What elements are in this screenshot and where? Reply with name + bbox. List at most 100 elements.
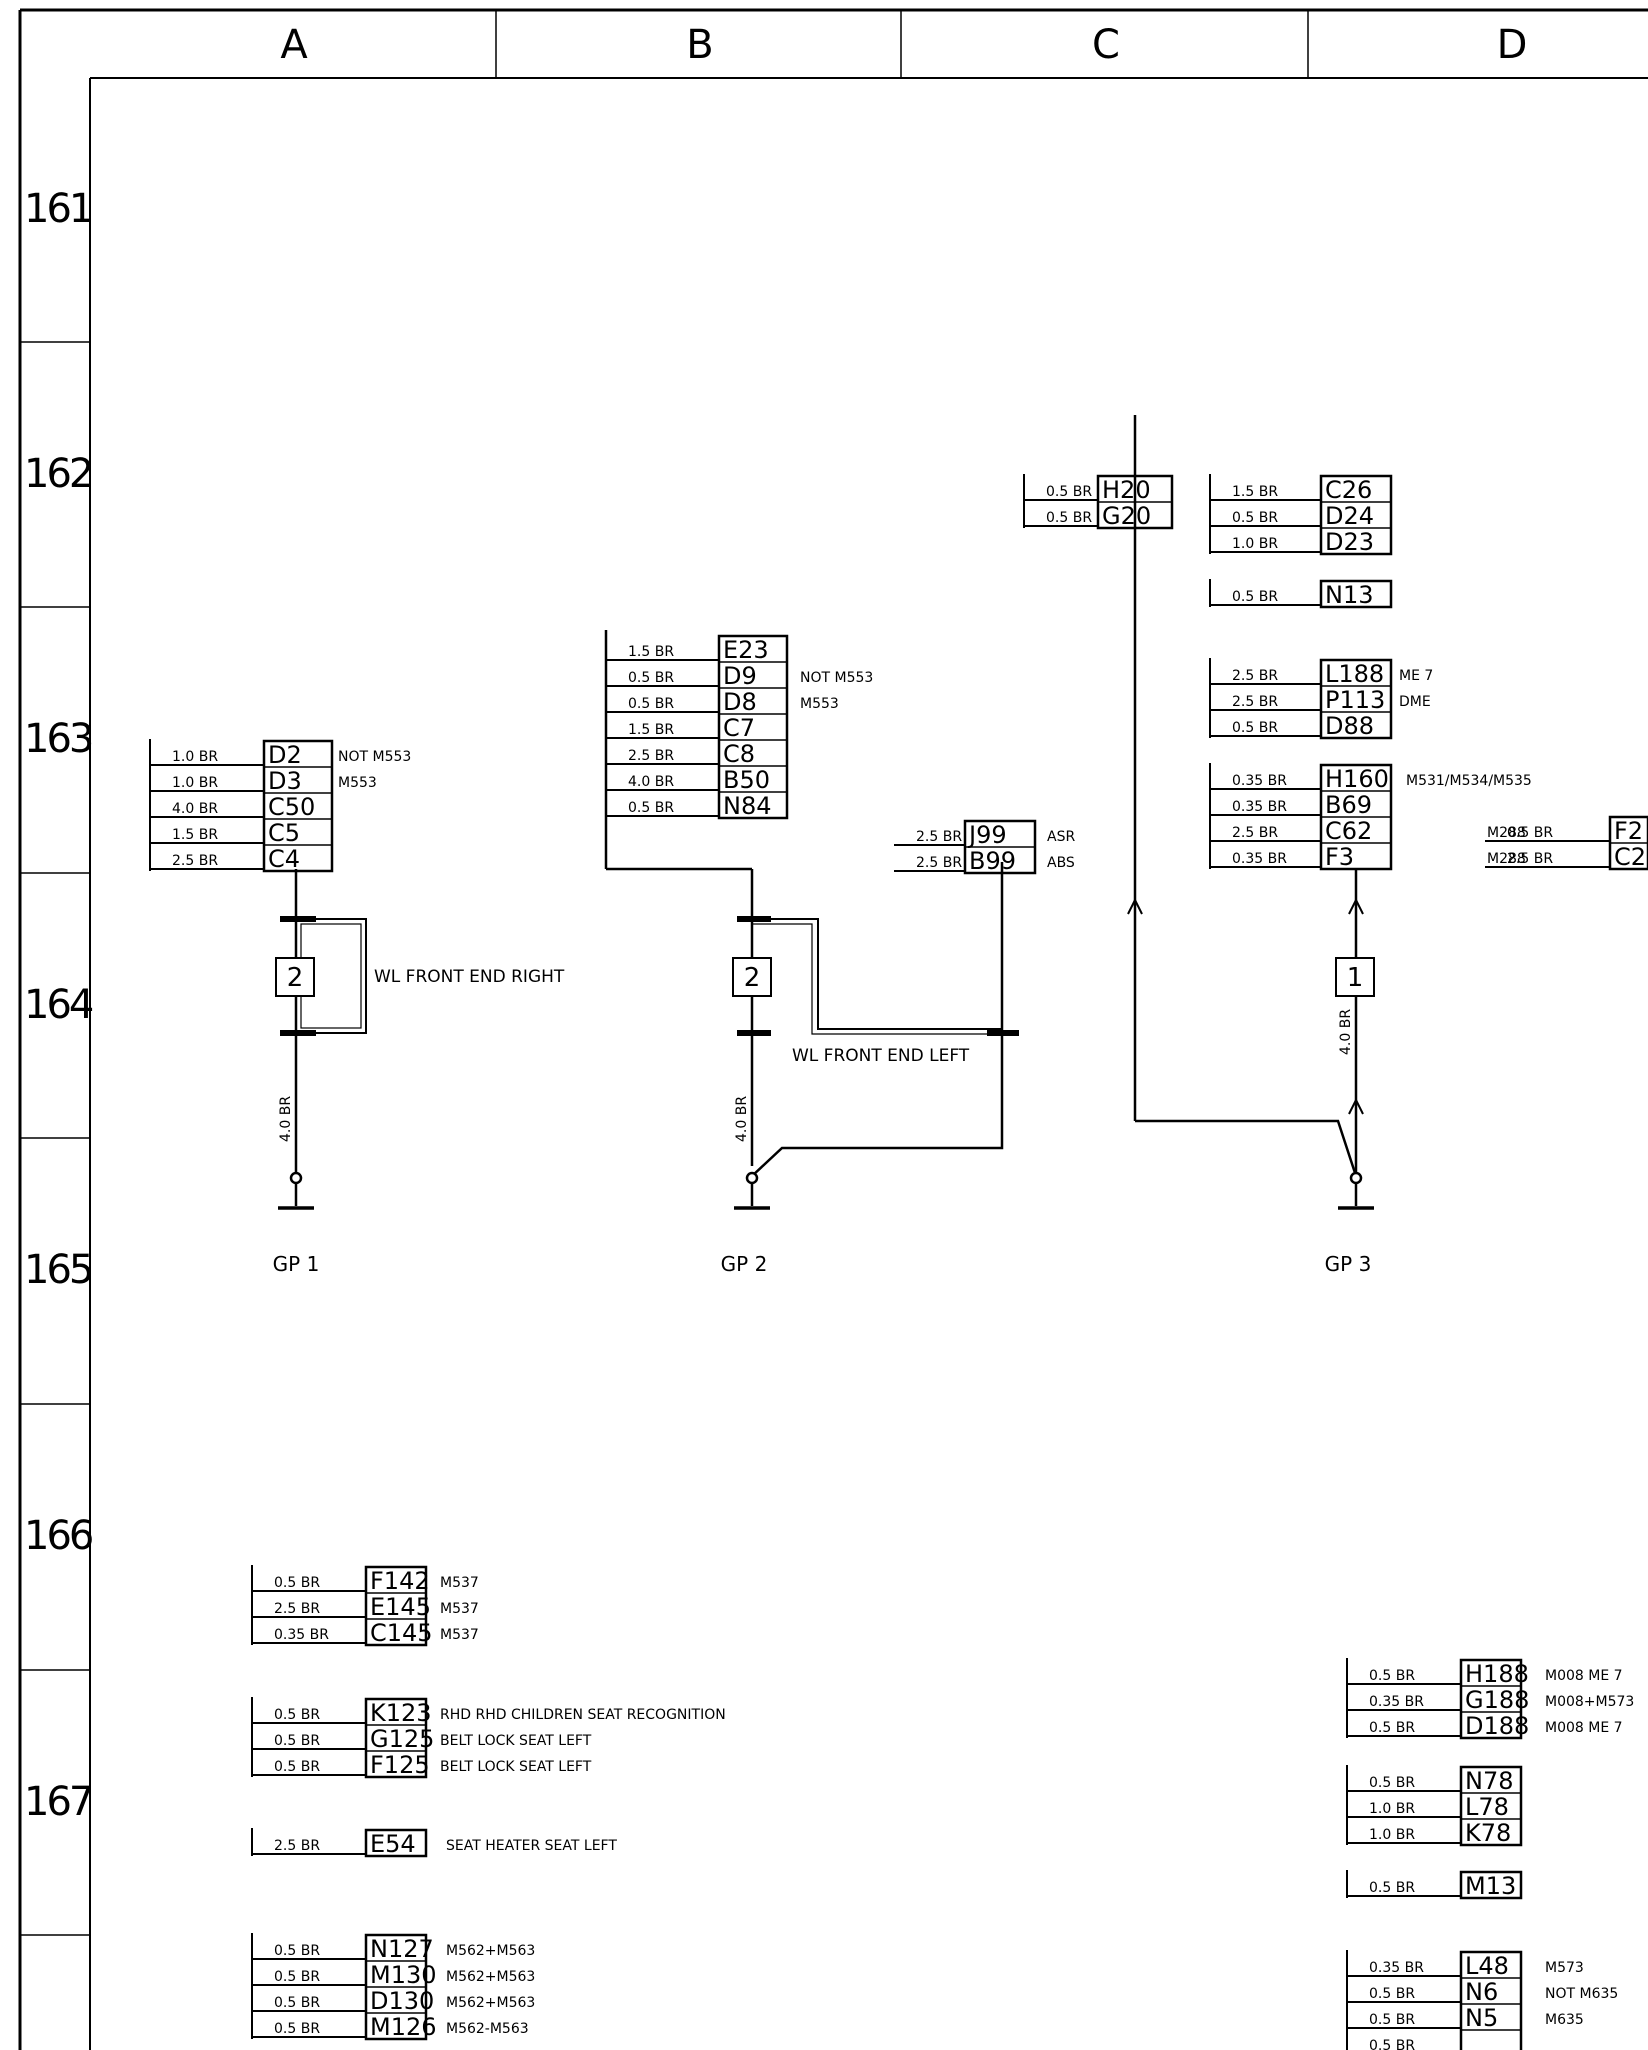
pin-label: L48 <box>1465 1952 1509 1980</box>
connector-2-label: WL FRONT END LEFT <box>792 1046 970 1066</box>
pin-note: M537 <box>440 1627 479 1643</box>
wire-spec: 1.5 BR <box>1232 484 1278 500</box>
wire-spec: 0.5 BR <box>1046 484 1092 500</box>
pin-label: N5 <box>1465 2004 1498 2032</box>
pin-label: D3 <box>268 767 302 795</box>
wire-spec: 2.5 BR <box>274 1601 320 1617</box>
pin-note: NOT M553 <box>800 670 873 686</box>
pin-label: G188 <box>1465 1686 1529 1714</box>
wire-spec: 2.5 BR <box>274 1838 320 1854</box>
wire-spec: 0.5 BR <box>1369 2012 1415 2028</box>
pin-note: DME <box>1399 694 1431 710</box>
connector-1-label: WL FRONT END RIGHT <box>374 967 565 987</box>
wire-spec: 0.5 BR <box>274 1759 320 1775</box>
connector-2-number: 2 <box>744 963 761 993</box>
pin-label: M13 <box>1465 1872 1516 1900</box>
row-header-168: 168 <box>24 2044 92 2050</box>
pin-box <box>717 634 789 820</box>
connector-1-number: 2 <box>287 963 304 993</box>
wire-spec: 0.5 BR <box>1369 2038 1415 2050</box>
pin-label: D8 <box>723 688 757 716</box>
wire-spec: 0.5 BR <box>1369 1775 1415 1791</box>
arrow-icons <box>1127 897 1364 1115</box>
pin-label: G125 <box>370 1725 434 1753</box>
pin-label: C26 <box>1325 476 1372 504</box>
pin-box <box>1319 579 1393 609</box>
wire-spec: 0.5 BR <box>274 2021 320 2037</box>
column-header-a: A <box>280 22 308 68</box>
wire-spec: 0.5 BR <box>1507 825 1553 841</box>
pin-label: D88 <box>1325 712 1374 740</box>
row-header-164: 164 <box>24 982 93 1028</box>
wire-spec: 0.5 BR <box>1369 1880 1415 1896</box>
connector-2: 2 WL FRONT END LEFT 4.0 BR <box>732 957 970 1142</box>
wire-spec: 2.5 BR <box>1232 825 1278 841</box>
row-header-161: 161 <box>24 186 91 232</box>
pin-note: M008+M573 <box>1545 1694 1634 1710</box>
wire-spec: 0.5 BR <box>274 1995 320 2011</box>
pin-label: N78 <box>1465 1767 1514 1795</box>
connector-2-wire: 4.0 BR <box>734 1096 750 1142</box>
ground-gp2: GP 2 <box>721 1252 768 1276</box>
wire-spec: 2.5 BR <box>1232 668 1278 684</box>
wire-spec: 1.5 BR <box>172 827 218 843</box>
wire-spec: 0.5 BR <box>628 670 674 686</box>
wire-spec: 1.0 BR <box>1232 536 1278 552</box>
wire-spec: 2.5 BR <box>172 853 218 869</box>
pin-label: D23 <box>1325 528 1374 556</box>
pin-note: M008 ME 7 <box>1545 1720 1623 1736</box>
wire-spec: 0.5 BR <box>274 1969 320 1985</box>
pin-label: P113 <box>1325 686 1385 714</box>
pin-label: E23 <box>723 636 769 664</box>
wire-spec: 1.0 BR <box>172 775 218 791</box>
module-code: M288 <box>1487 825 1526 841</box>
connector-3-wire: 4.0 BR <box>1338 1009 1354 1055</box>
wire-spec: 2.5 BR <box>1507 851 1553 867</box>
wire-spec: 0.35 BR <box>1232 851 1287 867</box>
wire-spec: 0.35 BR <box>1232 773 1287 789</box>
pin-label: C8 <box>723 740 755 768</box>
connector-1-wire: 4.0 BR <box>278 1096 294 1142</box>
pin-note: M553 <box>800 696 839 712</box>
pin-label: F3 <box>1325 843 1354 871</box>
pin-label: G20 <box>1102 502 1151 530</box>
wire-spec: 0.35 BR <box>274 1627 329 1643</box>
pin-label: L188 <box>1325 660 1384 688</box>
pin-label: D24 <box>1325 502 1374 530</box>
row-header-166: 166 <box>24 1513 92 1559</box>
column-header-b: B <box>686 22 713 68</box>
pin-label: K78 <box>1465 1819 1511 1847</box>
pin-label: K123 <box>370 1699 432 1727</box>
pin-box <box>1459 1870 1523 1900</box>
pin-label: F142 <box>370 1567 430 1595</box>
pin-label: J99 <box>967 821 1007 849</box>
pin-label: E145 <box>370 1593 431 1621</box>
pin-label: N6 <box>1465 1978 1498 2006</box>
wire-spec: 0.5 BR <box>1369 1668 1415 1684</box>
wire-paths <box>294 415 1358 1177</box>
wire-spec: 0.35 BR <box>1232 799 1287 815</box>
pin-note: M562-M563 <box>446 2021 529 2037</box>
wire-spec: 0.5 BR <box>1369 1720 1415 1736</box>
wire-spec: 1.0 BR <box>1369 1801 1415 1817</box>
pin-box <box>1319 658 1393 740</box>
pin-label: D9 <box>723 662 757 690</box>
pin-label: H188 <box>1465 1660 1529 1688</box>
row-header-162: 162 <box>24 451 91 497</box>
pin-box <box>1459 1765 1523 1847</box>
wire-spec: 2.5 BR <box>628 748 674 764</box>
pin-box <box>1459 1658 1523 1740</box>
pin-box <box>364 1697 428 1779</box>
